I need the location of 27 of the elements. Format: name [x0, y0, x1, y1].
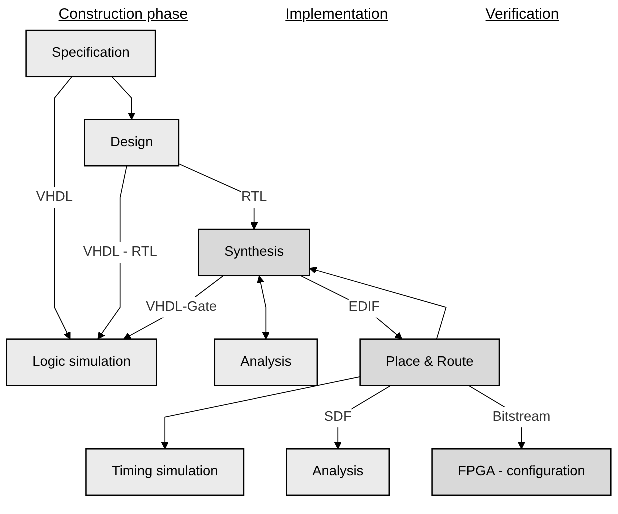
- edge-label: Bitstream: [492, 410, 551, 424]
- node-box: Design: [84, 119, 180, 167]
- edge-label: VHDL: [36, 190, 74, 205]
- column-heading: Verification: [486, 6, 560, 23]
- arrow: [300, 275, 403, 340]
- column-heading: Implementation: [286, 6, 388, 23]
- node-box: Logic simulation: [6, 338, 158, 386]
- arrow: [257, 276, 270, 340]
- arrow: [309, 266, 447, 340]
- node-box: Timing simulation: [86, 448, 245, 496]
- arrow: [98, 166, 128, 340]
- edge-label: RTL: [241, 190, 268, 205]
- edge-label: VHDL - RTL: [83, 244, 158, 260]
- node-box: Analysis: [214, 338, 318, 386]
- arrow: [124, 275, 224, 340]
- arrow: [161, 376, 361, 450]
- node-box: Specification: [26, 30, 156, 78]
- column-heading: Construction phase: [58, 6, 188, 23]
- node-box: Place & Route: [360, 338, 500, 386]
- node-box: Synthesis: [198, 228, 310, 276]
- node-box: Analysis: [286, 448, 390, 496]
- edge-label: VHDL-Gate: [146, 300, 218, 314]
- arrow: [54, 76, 73, 340]
- arrow: [112, 76, 136, 120]
- edge-label: EDIF: [348, 300, 380, 314]
- node-box: FPGA - configuration: [432, 448, 612, 496]
- edge-label: SDF: [324, 410, 352, 424]
